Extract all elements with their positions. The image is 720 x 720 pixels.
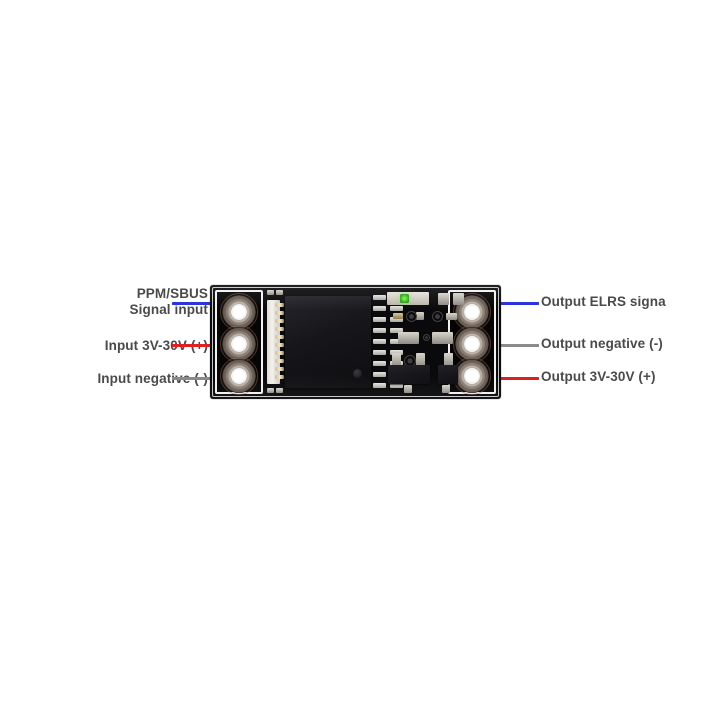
smd-pad [276,290,283,295]
lead-wire-input-positive-red [172,344,211,347]
board-via [406,311,417,322]
label-line-1: Input 3V-30V (+) [104,338,208,353]
lead-wire-output-signal-blue [500,302,539,305]
label-line-2: Signal input [129,302,208,317]
left-pad-block [215,290,263,395]
board-via [423,334,430,341]
board-via [432,311,443,322]
led-emitter [400,294,409,303]
smd-component [444,353,453,367]
label-output-positive: Output 3V-30V (+) [541,369,656,385]
smd-component [416,312,424,320]
smd-component [416,353,425,367]
smd-pad [267,290,274,295]
through-hole-pad-output-positive [453,357,491,395]
main-ic-chip [285,296,371,388]
lead-wire-input-negative-gray [172,377,211,380]
ic-pin1-marker [353,369,362,378]
label-output-negative: Output negative (-) [541,336,663,352]
label-line-1: Output 3V-30V (+) [541,369,656,384]
smd-component [393,313,403,319]
label-ppm-sbus-signal-input: PPM/SBUS Signal input [130,286,208,318]
label-line-1: Output ELRS signa [541,294,666,309]
through-hole-pad-signal-input [220,293,258,331]
through-hole-pad-input-negative [220,357,258,395]
label-input-positive: Input 3V-30V (+) [105,338,208,354]
smd-pad [404,385,412,393]
smd-component [438,293,449,305]
smd-pad [442,385,450,393]
sot-package-regulator [388,365,430,384]
label-line-1: PPM/SBUS [136,286,208,301]
lead-wire-signal-input-blue [172,302,211,305]
smd-resistor [398,332,419,344]
smd-pad [267,388,274,393]
through-hole-pad-input-positive [220,325,258,363]
label-output-elrs-signal: Output ELRS signa [541,294,666,310]
smd-pad [276,388,283,393]
status-led-green [387,292,429,305]
smd-resistor [432,332,453,344]
label-input-negative: Input negative (-) [97,371,208,387]
label-line-1: Input negative (-) [97,371,208,386]
pad-column-inner [373,295,386,390]
smd-component [453,293,464,305]
lead-wire-output-positive-red [500,377,539,380]
pcb-module [210,285,501,399]
label-line-1: Output negative (-) [541,336,663,351]
silkscreen-outline [212,287,499,397]
sot-package-small [438,365,458,384]
lead-wire-output-negative-gray [500,344,539,347]
through-hole-pad-output-negative [453,325,491,363]
header-pin-strip [267,300,284,384]
smd-component [446,313,457,320]
smd-component [392,353,401,367]
